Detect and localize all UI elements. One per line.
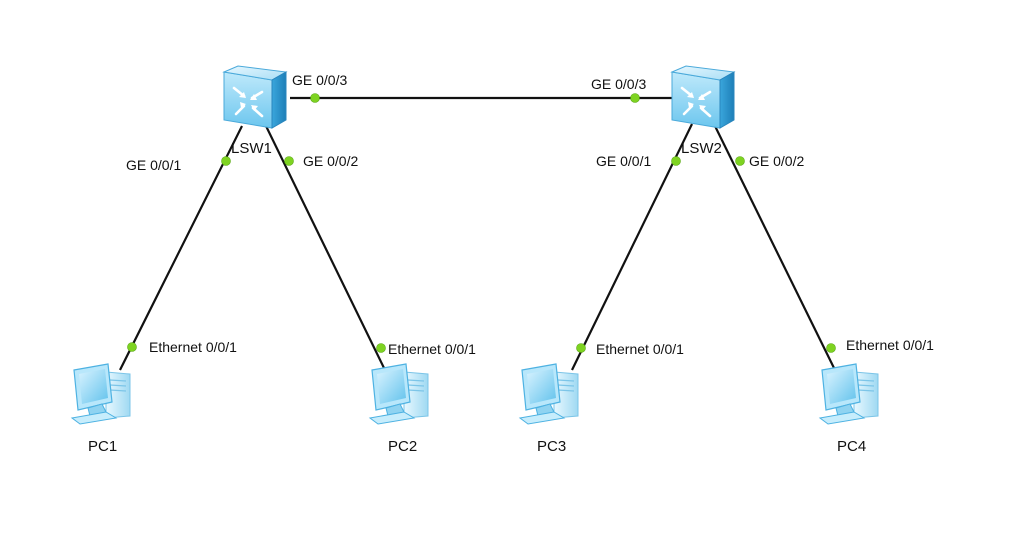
port-indicator [310,93,320,103]
port-label-pc1-eth001: Ethernet 0/0/1 [149,339,237,355]
device-label-lsw1: LSW1 [231,140,272,157]
port-label-lsw2-ge001: GE 0/0/1 [596,153,651,169]
port-label-lsw1-ge003: GE 0/0/3 [292,72,347,88]
port-label-pc2-eth001: Ethernet 0/0/1 [388,341,476,357]
desktop-pc-icon [71,363,131,425]
port-indicator [127,342,137,352]
port-indicator [376,343,386,353]
port-label-lsw1-ge001: GE 0/0/1 [126,157,181,173]
port-label-lsw2-ge002: GE 0/0/2 [749,153,804,169]
link-lsw2-pc4[interactable] [713,123,835,369]
port-indicator [221,156,231,166]
port-label-lsw1-ge002: GE 0/0/2 [303,153,358,169]
device-label-pc1: PC1 [88,438,117,455]
port-indicator [671,156,681,166]
pc-pc2[interactable] [369,363,429,425]
device-label-lsw2: LSW2 [681,140,722,157]
pc-pc1[interactable] [71,363,131,425]
port-indicator [826,343,836,353]
layer3-switch-icon [670,64,736,130]
switch-lsw2[interactable] [670,64,736,130]
layer3-switch-icon [222,64,288,130]
device-label-pc2: PC2 [388,438,417,455]
link-lsw1-pc2[interactable] [265,125,385,369]
switch-lsw1[interactable] [222,64,288,130]
desktop-pc-icon [369,363,429,425]
port-label-pc3-eth001: Ethernet 0/0/1 [596,341,684,357]
port-indicator [284,156,294,166]
device-label-pc3: PC3 [537,438,566,455]
pc-pc3[interactable] [519,363,579,425]
port-label-pc4-eth001: Ethernet 0/0/1 [846,337,934,353]
device-label-pc4: PC4 [837,438,866,455]
port-label-lsw2-ge003: GE 0/0/3 [591,76,646,92]
link-lsw1-pc1[interactable] [119,125,243,371]
port-indicator [576,343,586,353]
desktop-pc-icon [819,363,879,425]
port-indicator [735,156,745,166]
link-lsw2-pc3[interactable] [571,123,693,371]
port-indicator [630,93,640,103]
desktop-pc-icon [519,363,579,425]
pc-pc4[interactable] [819,363,879,425]
